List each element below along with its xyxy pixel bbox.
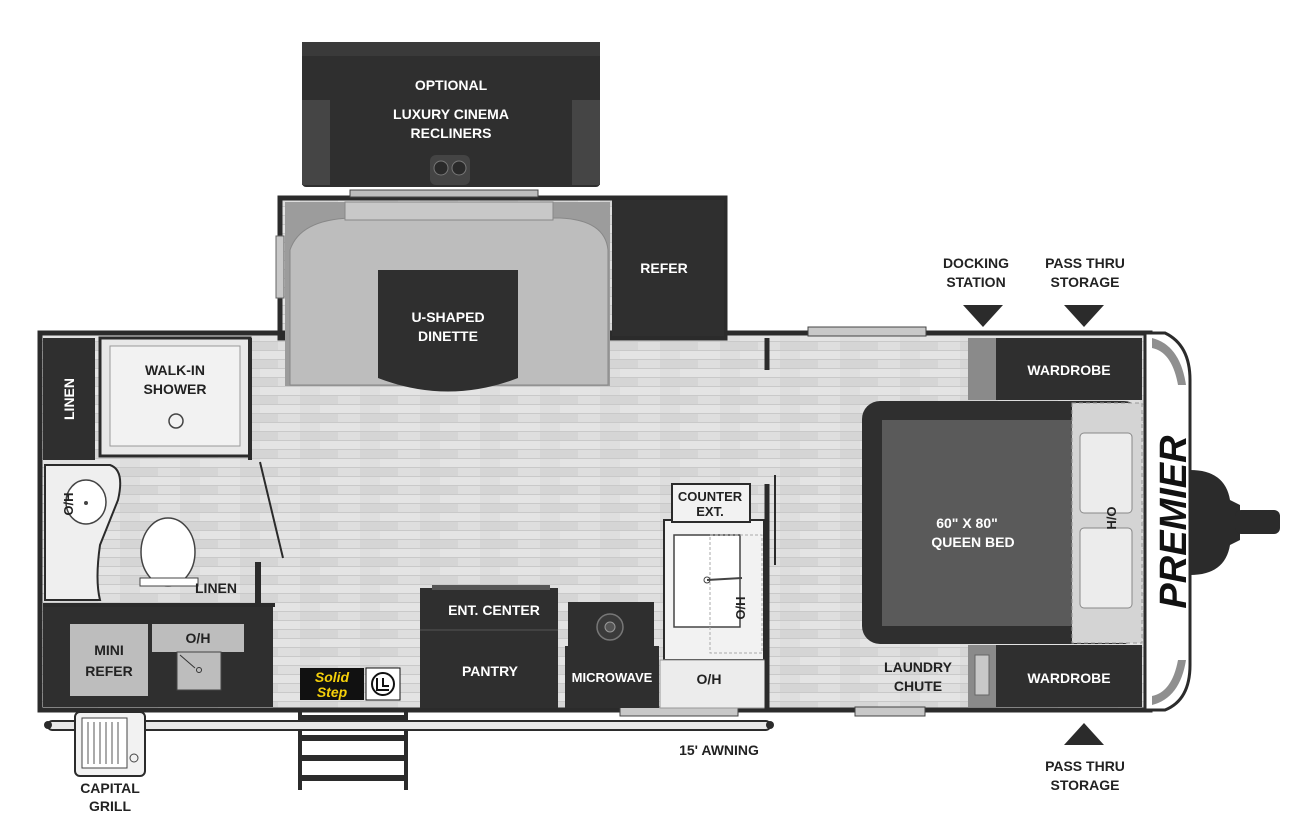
ext-label: EXT. [696,504,723,519]
shower-label: SHOWER [144,381,207,397]
solidstep-badge: Solid Step [300,667,401,701]
window-bottom-laundry [854,706,926,717]
pillow-bottom [1079,527,1133,609]
chute-label: CHUTE [894,678,942,694]
bath-door [259,461,284,559]
u-shaped-dinette [275,201,610,392]
luxury-cinema-label: LUXURY CINEMA [393,106,509,122]
solidstep-solid-label: Solid [315,669,350,685]
microwave-label: MICROWAVE [572,670,653,685]
brand-label: PREMIER [1153,435,1195,609]
awning [44,720,774,731]
bath-sink-counter [176,651,222,691]
walk-in-label: WALK-IN [145,362,205,378]
laundry-chute-door [974,654,990,696]
pass-thru-top-label-2: STORAGE [1051,274,1120,290]
pass-thru-top-arrow-icon [1064,305,1104,327]
window-top-right [807,326,927,337]
sink-drain-icon [84,501,88,505]
hitch [1190,470,1280,575]
kitchen-sink-icon [673,534,741,628]
bedroom-closet-top-panel [968,338,996,400]
mini-label: MINI [94,642,124,658]
wardrobe-bottom [996,645,1142,707]
mini-refer [70,624,148,696]
oh-kitchen-label: O/H [733,596,748,619]
optional-label: OPTIONAL [415,77,488,93]
microwave-cabinet [565,646,659,708]
oh-bath-cabinet [152,624,244,652]
toilet-icon [140,517,196,587]
ent-center-ledge [432,585,550,590]
counter-label: COUNTER [678,489,743,504]
laundry-label: LAUNDRY [884,659,953,675]
dinette-label: DINETTE [418,328,478,344]
ho-label: H/O [1104,506,1119,529]
front-cap-accent-bottom [1152,660,1186,705]
oh-sink-label: O/H [61,492,76,515]
linen-left-label: LINEN [61,378,77,420]
bed-mattress [882,420,1072,626]
pantry-cabinet [420,588,558,708]
pass-thru-bottom-label-1: PASS THRU [1045,758,1125,774]
linen-closet-left [43,338,95,460]
ent-center-label: ENT. CENTER [448,602,540,618]
awning-label: 15' AWNING [679,742,759,758]
pantry-label: PANTRY [462,663,519,679]
station-label: STATION [946,274,1005,290]
toilet-tank [139,577,199,587]
grill-label: GRILL [89,798,131,814]
linen-bath-label: LINEN [195,580,237,596]
pass-thru-top-label-1: PASS THRU [1045,255,1125,271]
refer-label: REFER [640,260,687,276]
oh-micro-label: O/H [697,671,722,687]
capital-label: CAPITAL [80,780,140,796]
refer-mini-label: REFER [85,663,132,679]
pass-thru-bottom-arrow-icon [1064,723,1104,745]
wardrobe-top [996,338,1142,400]
refer-cabinet [612,200,724,336]
pass-thru-bottom-label-2: STORAGE [1051,777,1120,793]
bath-sink-drain-icon [196,667,202,673]
solidstep-step-label: Step [317,684,348,700]
bed-size-label: 60" X 80" [936,515,998,531]
u-shaped-label: U-SHAPED [411,309,484,325]
luxury-cinema-recliners [302,42,600,198]
oh-micro-area [659,659,767,709]
oh-bath-label: O/H [186,630,211,646]
wardrobe-bottom-label: WARDROBE [1027,670,1110,686]
capital-grill [74,711,146,777]
shower-pan [109,345,241,447]
counter-extension [671,483,751,523]
docking-arrow-icon [963,305,1003,327]
shower-drain-icon [168,413,184,429]
front-cap [1143,331,1192,712]
wardrobe-top-label: WARDROBE [1027,362,1110,378]
queen-bed-label: QUEEN BED [931,534,1014,550]
recliners-label: RECLINERS [411,125,492,141]
front-cap-accent-top [1152,338,1186,385]
pillow-top [1079,432,1133,514]
docking-label: DOCKING [943,255,1009,271]
